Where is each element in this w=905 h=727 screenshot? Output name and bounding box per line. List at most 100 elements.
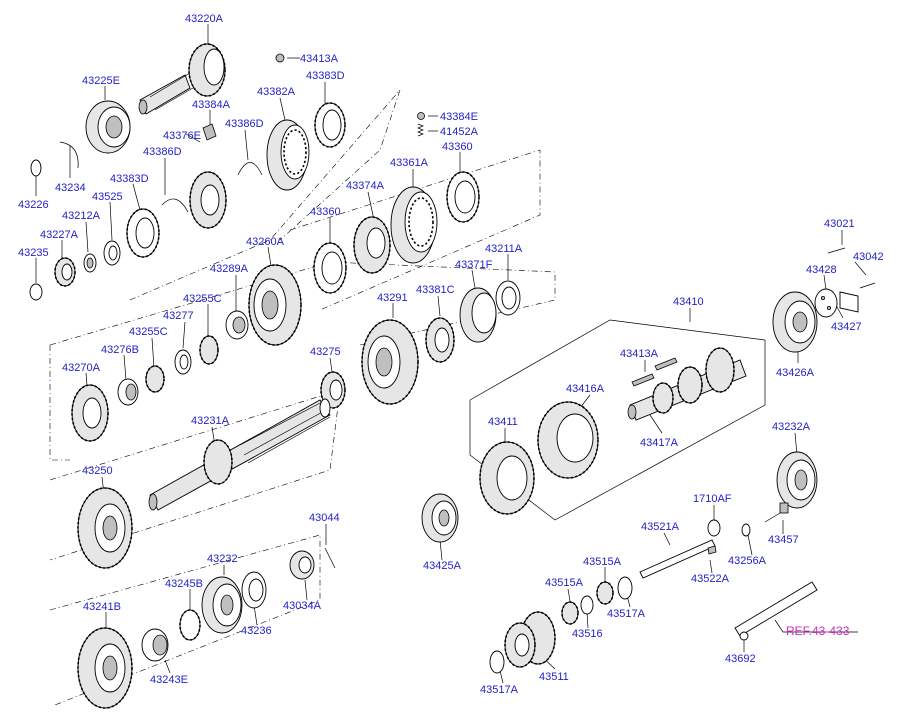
label-43457: 43457 <box>768 534 799 546</box>
gear-43291 <box>361 319 419 405</box>
input-shaft-43220a <box>138 43 226 115</box>
pin-43044 <box>324 547 336 569</box>
counter-shaft-43417a <box>627 347 747 421</box>
main-shaft-43231a <box>148 398 331 511</box>
washer-43277 <box>174 349 192 375</box>
bolt-43413a-top <box>275 53 285 63</box>
sleeve-43361a <box>390 186 438 264</box>
label-43515a-low: 43515A <box>545 577 584 589</box>
label-1710af: 1710AF <box>693 493 732 505</box>
label-43227a: 43227A <box>40 229 79 241</box>
label-43232: 43232 <box>207 553 238 565</box>
label-43425a: 43425A <box>423 560 462 572</box>
gear-43511 <box>504 611 556 668</box>
label-43360-top: 43360 <box>442 141 473 153</box>
label-43376e: 43376E <box>163 130 201 142</box>
sync-ring-43360-mid <box>313 242 347 294</box>
label-43042: 43042 <box>853 251 884 263</box>
label-43255c-top: 43255C <box>183 293 222 305</box>
sync-ring-43383d-top <box>314 102 346 148</box>
label-43517a-low: 43517A <box>480 684 519 696</box>
label-43021: 43021 <box>824 218 855 230</box>
label-43243e: 43243E <box>150 674 188 686</box>
label-43289a: 43289A <box>210 263 249 275</box>
label-43225e: 43225E <box>82 75 120 87</box>
label-43277: 43277 <box>163 310 194 322</box>
label-41452a: 41452A <box>440 126 479 138</box>
washer-43525 <box>103 240 121 266</box>
leader-lines <box>35 24 867 684</box>
label-43416a: 43416A <box>566 383 605 395</box>
label-43270a: 43270A <box>62 362 101 374</box>
hub-43374a <box>353 216 391 274</box>
label-43384a: 43384A <box>192 99 231 111</box>
washer-43516 <box>580 595 594 615</box>
upper-sync-outline-right <box>279 89 401 241</box>
o-ring-1710af <box>707 519 721 537</box>
hub-sleeve-43382a <box>266 119 310 191</box>
label-43255c-low: 43255C <box>129 326 168 338</box>
label-43411: 43411 <box>488 416 518 428</box>
collar-43289a <box>225 310 249 340</box>
bearing-43227a <box>54 257 76 287</box>
washer-43235 <box>29 283 43 301</box>
gear-43250 <box>77 487 133 569</box>
gear-43376e <box>189 171 227 229</box>
bracket-43427 <box>839 291 859 313</box>
label-43413a-top: 43413A <box>300 53 339 65</box>
label-43383d-left: 43383D <box>110 173 149 185</box>
bolt-43457 <box>764 502 789 523</box>
label-43256a: 43256A <box>728 555 767 567</box>
gear-43241b <box>77 627 133 709</box>
label-43386d-left: 43386D <box>143 146 182 158</box>
label-43226: 43226 <box>18 199 49 211</box>
label-43220a: 43220A <box>185 13 224 25</box>
label-43515a-top: 43515A <box>583 556 622 568</box>
label-43291: 43291 <box>377 292 408 304</box>
label-43413a-mid: 43413A <box>620 348 659 360</box>
spring-43386d-top <box>237 162 263 176</box>
lower-outline <box>49 534 321 706</box>
label-43371f: 43371F <box>455 259 493 271</box>
label-43260a: 43260A <box>246 236 285 248</box>
label-43516: 43516 <box>572 628 603 640</box>
label-43034a: 43034A <box>283 600 322 612</box>
label-43250: 43250 <box>82 465 113 477</box>
bearing-43232a <box>776 451 818 509</box>
output-outline <box>49 389 341 561</box>
label-43382a: 43382A <box>257 86 296 98</box>
label-43522a: 43522A <box>691 573 730 585</box>
ring-43212a <box>83 253 97 273</box>
label-43525: 43525 <box>92 191 123 203</box>
label-43381c: 43381C <box>416 284 455 296</box>
label-43276b: 43276B <box>101 344 139 356</box>
bearing-43255c-top <box>199 335 219 365</box>
gear-43416a <box>537 401 599 479</box>
washer-43226 <box>30 159 42 177</box>
bearing-43232 <box>201 576 243 634</box>
label-43235: 43235 <box>18 247 49 259</box>
shift-rail-43-433 <box>734 581 818 637</box>
label-43361a: 43361A <box>390 157 429 169</box>
bearing-43275 <box>320 371 346 409</box>
label-43236: 43236 <box>241 625 272 637</box>
label-43044: 43044 <box>309 512 340 524</box>
bearing-43245b <box>179 609 201 641</box>
label-43212a: 43212A <box>62 210 101 222</box>
label-43521a: 43521A <box>641 521 680 533</box>
label-43426a: 43426A <box>776 367 815 379</box>
label-43410: 43410 <box>673 296 704 308</box>
bush-43243e <box>141 628 169 662</box>
label-43234: 43234 <box>55 182 86 194</box>
bolt-43021 <box>827 247 846 254</box>
spring-43386d-left <box>161 198 189 213</box>
washer-43256a <box>741 523 751 537</box>
counter-shaft-box <box>469 319 766 521</box>
label-43417a: 43417A <box>640 437 679 449</box>
reference-label[interactable]: REF.43-433 <box>786 624 850 638</box>
label-43232a: 43232A <box>772 421 811 433</box>
sync-ring-43383d-left <box>126 208 160 258</box>
plate-43428 <box>814 288 838 318</box>
label-43511: 43511 <box>539 671 569 683</box>
